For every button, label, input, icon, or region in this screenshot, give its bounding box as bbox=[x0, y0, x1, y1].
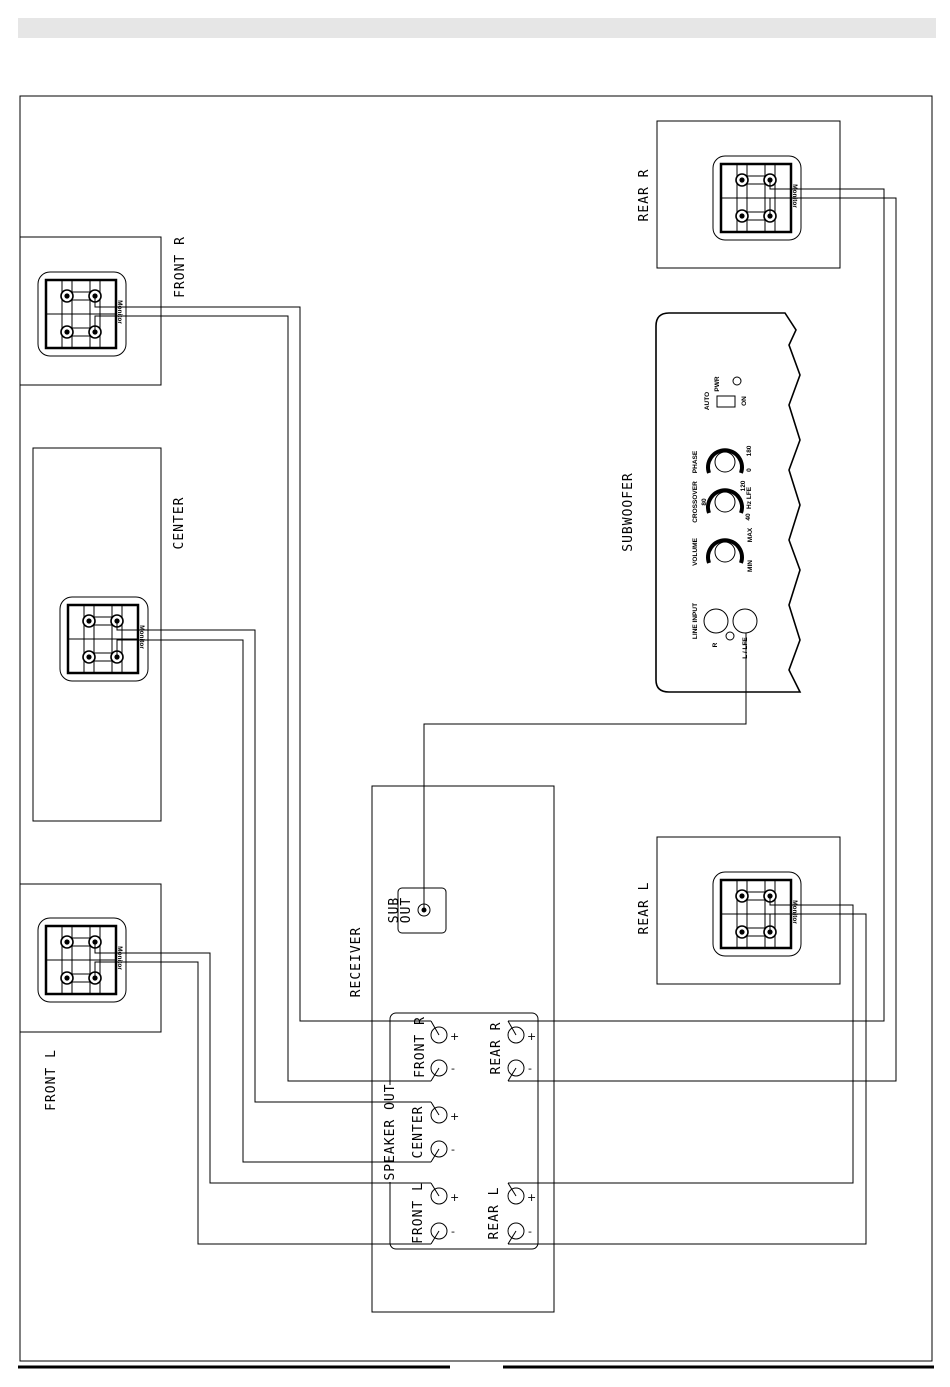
center-plus: + bbox=[450, 1110, 459, 1123]
rear-r-plus: + bbox=[527, 1030, 536, 1043]
front-r-label: FRONT R bbox=[173, 236, 188, 298]
front-r-minus: - bbox=[451, 1062, 455, 1075]
front-l-terminal-brand: Monitor bbox=[116, 946, 123, 970]
crossover-label: CROSSOVER bbox=[692, 481, 699, 523]
front-r-terminal-label: FRONT R bbox=[413, 1016, 428, 1078]
power-on-label: ON bbox=[741, 396, 748, 406]
front-l-plus: + bbox=[450, 1191, 459, 1204]
rear-l-plus: + bbox=[527, 1191, 536, 1204]
front-r-plus: + bbox=[450, 1030, 459, 1043]
wire-front-l-positive bbox=[95, 942, 431, 1183]
rear-l-terminal-label: REAR L bbox=[487, 1187, 502, 1240]
front-l-terminal bbox=[38, 918, 126, 1002]
front-r-terminal bbox=[38, 272, 126, 356]
receiver-label: RECEIVER bbox=[349, 927, 364, 998]
volume-max-label: MAX bbox=[747, 527, 754, 542]
center-label: CENTER bbox=[172, 497, 187, 550]
crossover-120-label: 120 bbox=[740, 480, 747, 491]
subwoofer-label: SUBWOOFER bbox=[621, 472, 636, 551]
rear-r-minus: - bbox=[528, 1062, 532, 1075]
wire-center-positive bbox=[117, 621, 431, 1102]
rear-r-terminal-brand: Monitor bbox=[791, 184, 798, 208]
crossover-40-label: 40 bbox=[745, 513, 752, 521]
rear-r-terminal-label: REAR R bbox=[489, 1022, 504, 1075]
front-l-minus: - bbox=[451, 1225, 455, 1238]
speaker-out-label: SPEAKER OUT bbox=[383, 1083, 398, 1180]
volume-min-label: MIN bbox=[747, 560, 754, 572]
front-l-terminal-label: FRONT L bbox=[411, 1182, 426, 1244]
receiver-posts bbox=[431, 1027, 524, 1239]
crossover-lfe-label: LFE bbox=[746, 486, 753, 499]
power-led bbox=[733, 377, 741, 385]
power-pwr-label: PWR bbox=[714, 376, 721, 391]
line-input-l-lfe-jack bbox=[733, 609, 757, 633]
center-terminal-brand: Monitor bbox=[138, 625, 145, 649]
crossover-80-label: 80 bbox=[701, 498, 708, 506]
rear-l-minus: - bbox=[528, 1225, 532, 1238]
receiver-box bbox=[372, 786, 554, 1312]
power-switch bbox=[717, 396, 735, 407]
center-terminal bbox=[60, 597, 148, 681]
front-r-terminal-brand: Monitor bbox=[116, 300, 123, 324]
power-auto-label: AUTO bbox=[704, 392, 711, 410]
input-indicator bbox=[726, 632, 734, 640]
front-l-label: FRONT L bbox=[44, 1049, 59, 1111]
diagram-frame bbox=[20, 96, 932, 1361]
phase-180-label: 180 bbox=[746, 445, 753, 456]
rear-l-label: REAR L bbox=[637, 882, 652, 935]
phase-0-label: 0 bbox=[746, 468, 753, 472]
center-terminal-label: CENTER bbox=[411, 1106, 426, 1159]
line-input-r-jack bbox=[704, 609, 728, 633]
rear-l-terminal-brand: Monitor bbox=[791, 900, 798, 924]
wire-front-r-negative bbox=[95, 316, 431, 1081]
phase-label: PHASE bbox=[692, 450, 699, 473]
wire-front-l-negative bbox=[95, 962, 431, 1244]
wire-rear-l-negative bbox=[508, 914, 866, 1244]
rear-r-label: REAR R bbox=[637, 169, 652, 222]
sub-out-label-2: OUT bbox=[399, 897, 414, 923]
center-minus: - bbox=[451, 1143, 455, 1156]
volume-label: VOLUME bbox=[692, 537, 699, 565]
crossover-hz-label: Hz bbox=[746, 500, 753, 509]
top-band bbox=[18, 18, 936, 38]
line-input-label: LINE INPUT bbox=[692, 603, 699, 639]
line-input-r-label: R bbox=[712, 642, 719, 647]
